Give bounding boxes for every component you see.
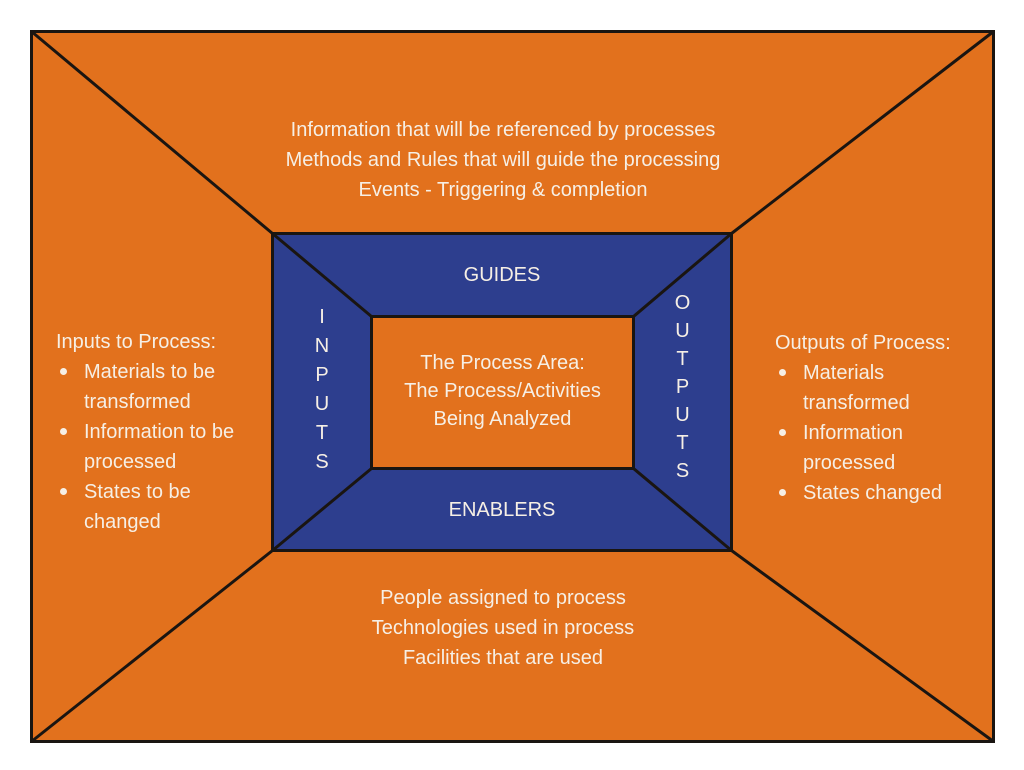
guides-description-line-1: Information that will be referenced by p… <box>290 119 716 141</box>
outputs-description-zone: Outputs of Process: Materials transforme… <box>775 328 990 508</box>
center-process-area-box <box>370 315 635 470</box>
outputs-bullet-list: Materials transformed Information proces… <box>775 358 990 508</box>
outputs-item-information: Information processed <box>775 418 990 478</box>
outputs-item-states: States changed <box>775 478 990 508</box>
enablers-description-line-1: People assigned to process <box>380 587 626 609</box>
inputs-heading: Inputs to Process: <box>56 331 217 353</box>
enablers-description-line-2: Technologies used in process <box>371 617 635 639</box>
process-area-line-3: Being Analyzed <box>433 408 572 430</box>
enablers-description-zone: People assigned to process Technologies … <box>33 583 973 673</box>
outputs-band-label: O U T P U T S <box>674 292 691 482</box>
process-area-line-2: The Process/Activities <box>404 380 601 402</box>
guides-description-line-2: Methods and Rules that will guide the pr… <box>285 149 721 171</box>
enablers-band-label: ENABLERS <box>448 499 556 521</box>
inputs-bullet-list: Materials to be transformed Information … <box>56 357 286 537</box>
inputs-description-zone: Inputs to Process: Materials to be trans… <box>56 327 286 537</box>
enablers-description-line-3: Facilities that are used <box>402 647 604 669</box>
inputs-item-states: States to be changed <box>56 477 286 537</box>
outputs-heading: Outputs of Process: <box>775 332 951 354</box>
outputs-item-materials: Materials transformed <box>775 358 990 418</box>
process-area-text: The Process Area: The Process/Activities… <box>373 349 632 433</box>
guides-description-line-3: Events - Triggering & completion <box>358 179 648 201</box>
guides-band-label: GUIDES <box>463 264 541 286</box>
process-area-line-1: The Process Area: <box>420 352 585 374</box>
guides-description-zone: Information that will be referenced by p… <box>33 115 973 205</box>
inputs-band-label: I N P U T S <box>314 306 330 473</box>
inputs-item-materials: Materials to be transformed <box>56 357 286 417</box>
inputs-item-information: Information to be processed <box>56 417 286 477</box>
